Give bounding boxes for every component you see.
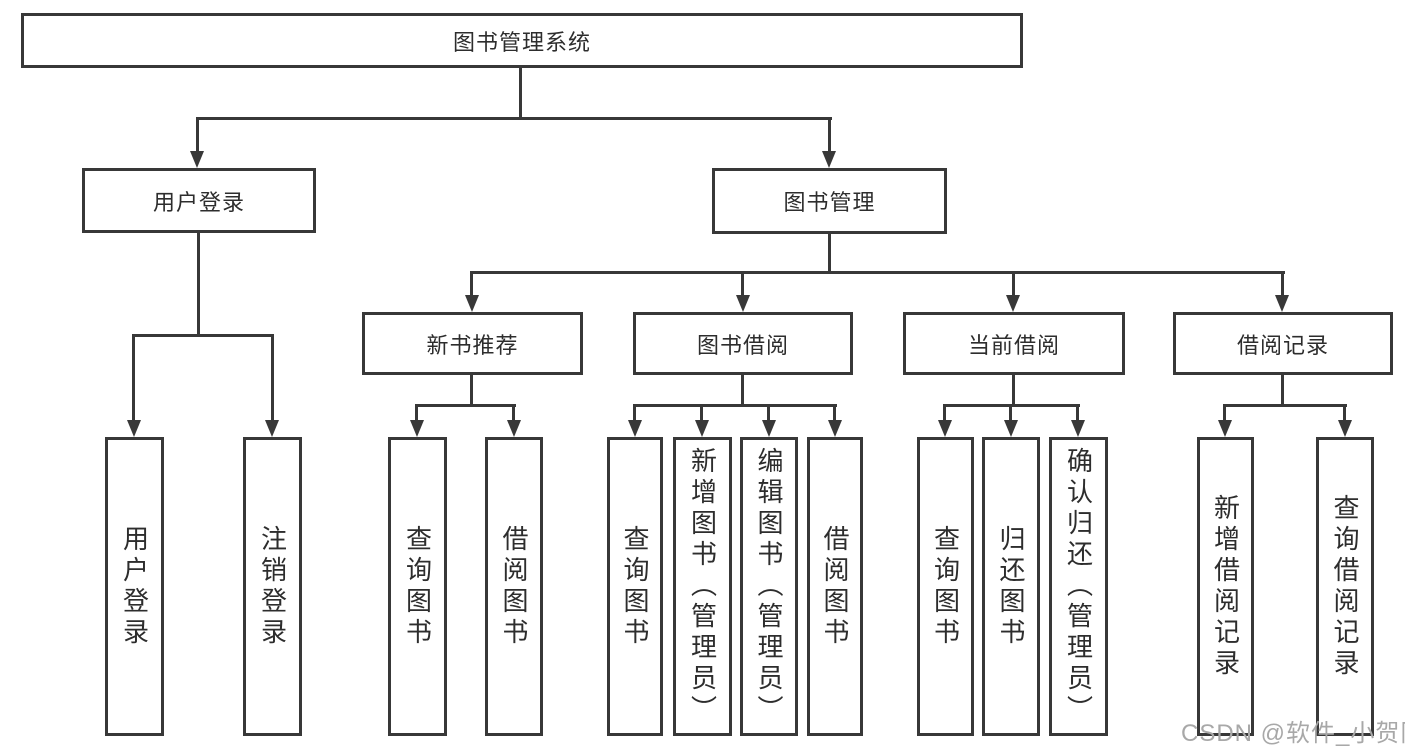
connector-drop-nb-query <box>415 404 418 423</box>
connector-drop-br-query <box>1343 404 1346 423</box>
connector-new-book-stem <box>470 375 473 407</box>
leaf-bb-add-book-admin: 新增图书（管理员） <box>673 437 732 736</box>
node-label: 图书借阅 <box>696 332 789 358</box>
arrowhead-icon <box>762 420 776 437</box>
arrowhead-icon <box>1006 295 1020 312</box>
leaf-nb-borrow-book: 借阅图书 <box>485 437 543 736</box>
node-label: 确认归还（管理员） <box>1063 447 1094 726</box>
node-library-system: 图书管理系统 <box>21 13 1023 68</box>
node-label: 借阅图书 <box>499 524 529 649</box>
node-label: 归还图书 <box>996 524 1026 649</box>
connector-new-book-bus <box>416 404 516 407</box>
node-label: 新增图书（管理员） <box>687 447 718 726</box>
connector-drop-br-add <box>1223 404 1226 423</box>
arrowhead-icon <box>1338 420 1352 437</box>
connector-drop-borrow-record <box>1281 271 1284 297</box>
connector-borrow-record-bus <box>1223 404 1347 407</box>
node-label: 查询图书 <box>930 524 961 649</box>
connector-drop-user-login <box>196 117 199 154</box>
node-label: 图书管理系统 <box>452 29 591 55</box>
connector-current-borrow-stem <box>1012 375 1015 407</box>
arrowhead-icon <box>127 420 141 437</box>
node-label: 查询图书 <box>402 524 433 649</box>
leaf-cb-return-book: 归还图书 <box>982 437 1040 736</box>
node-book-borrow: 图书借阅 <box>633 312 853 375</box>
connector-user-login-bus <box>133 334 274 337</box>
leaf-nb-query-book: 查询图书 <box>388 437 447 736</box>
arrowhead-icon <box>1218 420 1232 437</box>
connector-root-bus <box>196 117 832 120</box>
arrowhead-icon <box>822 151 836 168</box>
arrowhead-icon <box>736 295 750 312</box>
node-label: 查询借阅记录 <box>1330 493 1360 680</box>
connector-drop-cb-query <box>943 404 946 423</box>
connector-root-stem <box>519 68 522 119</box>
connector-drop-ul-login <box>132 334 135 422</box>
node-label: 借阅图书 <box>820 524 850 649</box>
leaf-br-add-record: 新增借阅记录 <box>1197 437 1254 736</box>
connector-drop-current-borrow <box>1012 271 1015 297</box>
connector-drop-book-mgmt <box>828 117 831 154</box>
leaf-br-query-record: 查询借阅记录 <box>1316 437 1374 736</box>
connector-drop-bb-add <box>700 404 703 423</box>
node-label: 编辑图书（管理员） <box>754 447 784 726</box>
leaf-user-login: 用户登录 <box>105 437 164 736</box>
node-label: 用户登录 <box>152 189 245 215</box>
leaf-bb-edit-book-admin: 编辑图书（管理员） <box>740 437 798 736</box>
node-label: 新增借阅记录 <box>1210 493 1241 680</box>
connector-book-mgmt-bus <box>471 271 1285 274</box>
arrowhead-icon <box>265 420 279 437</box>
connector-book-mgmt-stem <box>828 234 831 274</box>
arrowhead-icon <box>938 420 952 437</box>
node-borrow-record: 借阅记录 <box>1173 312 1393 375</box>
node-new-book-recommend: 新书推荐 <box>362 312 583 375</box>
connector-drop-bb-borrow <box>833 404 836 423</box>
arrowhead-icon <box>1004 420 1018 437</box>
arrowhead-icon <box>1071 420 1085 437</box>
node-label: 当前借阅 <box>967 332 1060 358</box>
leaf-logout-login: 注销登录 <box>243 437 302 736</box>
connector-drop-cb-confirm <box>1076 404 1079 423</box>
arrowhead-icon <box>190 151 204 168</box>
node-label: 图书管理 <box>783 190 876 215</box>
leaf-cb-query-book: 查询图书 <box>917 437 974 736</box>
connector-book-borrow-stem <box>741 375 744 407</box>
arrowhead-icon <box>507 420 521 437</box>
leaf-bb-query-book: 查询图书 <box>607 437 663 736</box>
connector-book-borrow-bus <box>633 404 837 407</box>
connector-borrow-record-stem <box>1281 375 1284 407</box>
leaf-bb-borrow-book: 借阅图书 <box>807 437 863 736</box>
connector-drop-nb-borrow <box>512 404 515 423</box>
arrowhead-icon <box>628 420 642 437</box>
connector-user-login-stem <box>197 233 200 336</box>
node-label: 新书推荐 <box>426 332 519 358</box>
node-user-login: 用户登录 <box>82 168 316 233</box>
arrowhead-icon <box>465 295 479 312</box>
node-book-mgmt: 图书管理 <box>712 168 947 234</box>
connector-drop-ul-logout <box>271 334 274 422</box>
connector-drop-new-book <box>470 271 473 297</box>
connector-drop-book-borrow <box>741 271 744 297</box>
node-label: 查询图书 <box>620 524 650 649</box>
csdn-watermark: CSDN @软件_小贺同学 <box>1181 720 1405 747</box>
arrowhead-icon <box>410 420 424 437</box>
connector-drop-bb-edit <box>767 404 770 423</box>
connector-drop-bb-query <box>633 404 636 423</box>
arrowhead-icon <box>1275 295 1289 312</box>
node-label: 用户登录 <box>119 524 150 649</box>
arrowhead-icon <box>695 420 709 437</box>
node-label: 注销登录 <box>257 524 288 649</box>
connector-drop-cb-return <box>1009 404 1012 423</box>
node-current-borrow: 当前借阅 <box>903 312 1125 375</box>
arrowhead-icon <box>828 420 842 437</box>
node-label: 借阅记录 <box>1236 332 1329 358</box>
leaf-cb-confirm-return-admin: 确认归还（管理员） <box>1049 437 1108 736</box>
